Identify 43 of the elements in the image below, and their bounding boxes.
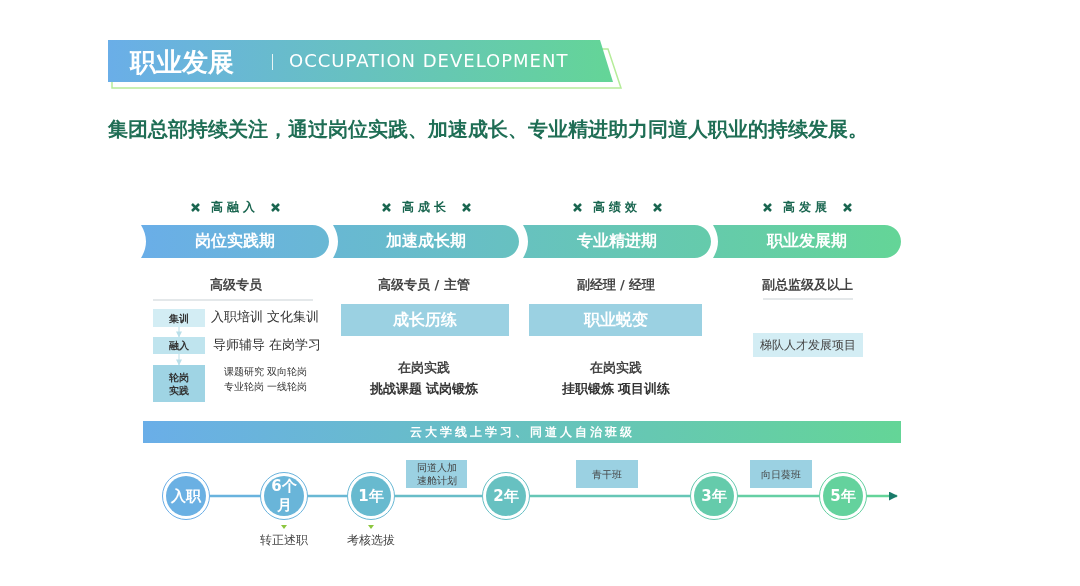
label-text: 副经理 / 经理 bbox=[576, 276, 656, 294]
program-box: 梯队人才发展项目 bbox=[753, 333, 863, 357]
phase-tag: 高发展 bbox=[783, 199, 831, 216]
phase-tag: 高绩效 bbox=[593, 199, 641, 216]
label-text: 导师辅导 在岗学习 bbox=[213, 336, 322, 354]
label-text: 挑战课题 试岗锻炼 bbox=[369, 380, 479, 398]
step-arrow bbox=[176, 353, 182, 366]
timeline-line bbox=[530, 494, 690, 498]
label-text: 高级专员 / 主管 bbox=[378, 276, 470, 294]
timeline-line bbox=[395, 494, 482, 498]
phase-banner: 岗位实践期 bbox=[141, 225, 329, 258]
stage-box: 成长历练 bbox=[341, 304, 509, 336]
step-box: 集训 bbox=[153, 309, 205, 327]
label-text: 在岗实践 bbox=[590, 359, 642, 377]
step-box: 融入 bbox=[153, 337, 205, 354]
timeline-line bbox=[738, 494, 819, 498]
timeline-line bbox=[210, 494, 260, 498]
step-arrow bbox=[176, 326, 182, 338]
phase-banner: 职业发展期 bbox=[713, 225, 901, 258]
label-text: 挂职锻炼 项目训练 bbox=[561, 380, 671, 398]
phase-tag: 高融入 bbox=[211, 199, 259, 216]
timeline-arrow bbox=[867, 491, 898, 501]
label-text: 在岗实践 bbox=[398, 359, 450, 377]
stage-box: 职业蜕变 bbox=[529, 304, 702, 336]
label-text: 课题研究 双向轮岗 bbox=[224, 365, 308, 379]
learning-bar: 云大学线上学习、同道人自治班级 bbox=[143, 421, 901, 443]
label-text: 副总监级及以上 bbox=[761, 276, 853, 294]
phase-tag: 高成长 bbox=[402, 199, 450, 216]
program-box: 青干班 bbox=[576, 460, 638, 488]
timeline-line bbox=[308, 494, 347, 498]
program-box: 向日葵班 bbox=[750, 460, 812, 488]
phase-banner: 专业精进期 bbox=[523, 225, 711, 258]
label-text: 专业轮岗 一线轮岗 bbox=[224, 380, 308, 394]
label-text: 入职培训 文化集训 bbox=[211, 308, 320, 326]
program-box: 同道人加速舱计划 bbox=[406, 460, 467, 488]
step-box: 轮岗实践 bbox=[153, 365, 205, 402]
milestone-note: 考核选拔 bbox=[347, 532, 395, 549]
milestone-note: 转正述职 bbox=[260, 532, 308, 549]
heading: 职业发展 bbox=[130, 46, 234, 79]
heading-subtitle: OCCUPATION DEVELOPMENT bbox=[289, 50, 569, 71]
label-text: 高级专员 bbox=[210, 276, 262, 294]
intro-text: 集团总部持续关注，通过岗位实践、加速成长、专业精进助力同道人职业的持续发展。 bbox=[108, 116, 868, 143]
phase-banner: 加速成长期 bbox=[333, 225, 519, 258]
